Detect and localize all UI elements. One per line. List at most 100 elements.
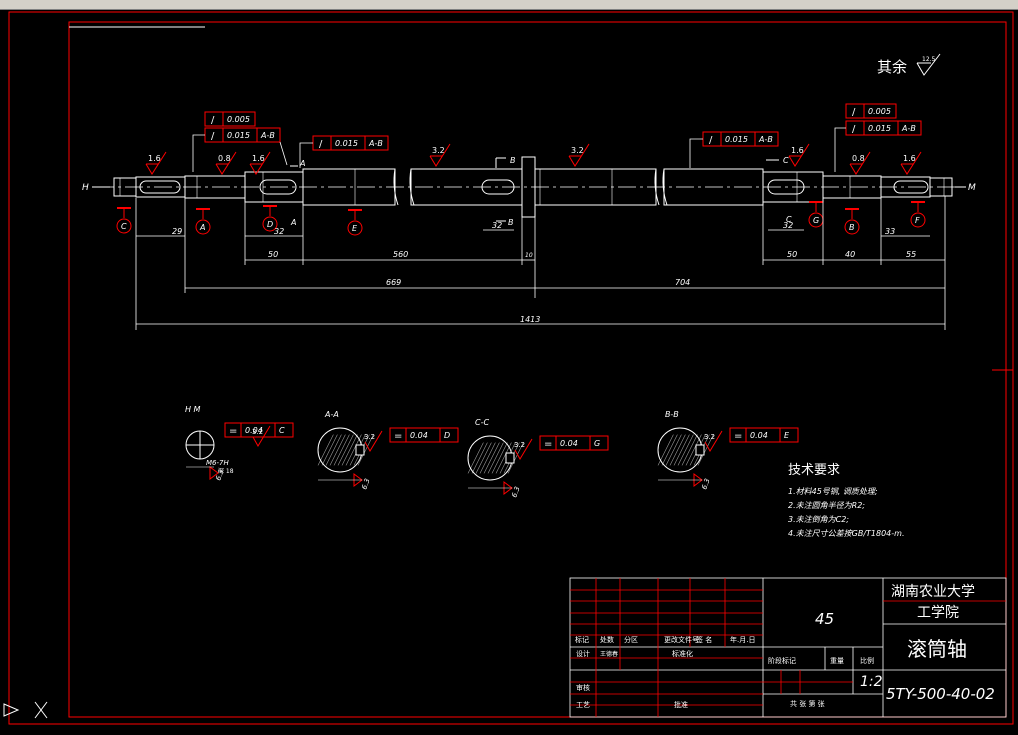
section-roughness: 3.2 xyxy=(514,441,525,449)
command-line[interactable] xyxy=(0,728,1018,735)
dim-704: 704 xyxy=(675,278,690,287)
roughness-value: 0.8 xyxy=(218,154,231,163)
tb-college: 工学院 xyxy=(917,605,959,621)
tb-material: 45 xyxy=(815,610,834,628)
roughness-value: 3.2 xyxy=(432,146,445,155)
section-tol-symbol: = xyxy=(229,426,237,437)
tb-row-label: 分区 xyxy=(624,635,638,644)
dim-50-right: 50 xyxy=(787,250,797,259)
dim-40: 40 xyxy=(845,250,855,259)
section-tol-symbol: = xyxy=(544,439,552,450)
dim-50-left: 50 xyxy=(268,250,278,259)
dimension-lines xyxy=(135,196,946,330)
roughness-value: 1.6 xyxy=(791,146,804,155)
section-roughness-2: 6.3 xyxy=(214,468,225,481)
section-roughness-2: 6.3 xyxy=(700,477,711,490)
title-block-red-grid xyxy=(570,578,1006,717)
thread-spec: M6-7H xyxy=(206,459,229,467)
tech-req-item: 4.未注尺寸公差按GB/T1804-m. xyxy=(788,529,904,538)
section-tolerance-frame xyxy=(539,435,609,451)
tolerance-value: 0.015 xyxy=(335,139,358,148)
tech-req-list: 1.材料45号钢, 调质处理;2.未注圆角半径为R2;3.未注倒角为C2;4.未… xyxy=(788,487,904,538)
roughness-symbol xyxy=(429,143,451,167)
dimension-texts: 29 32 50 560 10 32 32 50 40 55 33 669 70… xyxy=(172,221,916,324)
tb-part-name: 滚筒轴 xyxy=(907,637,967,661)
section-tol-value: 0.04 xyxy=(750,431,768,440)
datum-letter: G xyxy=(813,216,819,225)
roughness-note-value: 12.5 xyxy=(922,56,936,63)
section-circle xyxy=(467,435,513,481)
leader-line xyxy=(299,142,313,168)
datum-letter: E xyxy=(352,224,358,233)
tb-row-label: 标记 xyxy=(575,635,589,644)
roughness-symbol xyxy=(900,151,922,175)
section-tol-datum: G xyxy=(594,439,600,448)
roughness-value: 1.6 xyxy=(148,154,161,163)
tech-req-title: 技术要求 xyxy=(788,463,840,478)
tolerance-symbol: / xyxy=(852,124,856,135)
tb-row-label: 处数 xyxy=(600,635,614,644)
title-block xyxy=(569,577,1007,718)
dim-32-left: 32 xyxy=(274,227,284,236)
roughness-symbol xyxy=(568,143,590,167)
tolerance-value: 0.005 xyxy=(227,115,250,124)
tolerance-value: 0.005 xyxy=(868,107,891,116)
section-title: H M xyxy=(185,405,201,414)
tolerance-datum: A-B xyxy=(260,131,275,140)
tolerance-frame xyxy=(845,103,897,119)
tb-row-label: 更改文件号 xyxy=(664,635,699,644)
datum-circle xyxy=(195,219,211,235)
section-title: B-B xyxy=(665,410,679,419)
section-circle xyxy=(317,427,363,473)
tb-drawing-no: 5TY-500-40-02 xyxy=(886,685,995,703)
tb-university: 湖南农业大学 xyxy=(891,584,975,600)
outer-border xyxy=(8,11,1014,725)
title-block-texts: 45 湖南农业大学 工学院 滚筒轴 1:2 5TY-500-40-02 阶段标记… xyxy=(576,584,995,709)
section-tolerance-frame xyxy=(389,427,459,443)
section-tol-value: 0.04 xyxy=(560,439,578,448)
tb-standardize: 标准化 xyxy=(672,649,693,658)
section-tol-value: 0.04 xyxy=(245,426,263,435)
view-mark-m: M xyxy=(968,183,976,193)
tb-weight: 重量 xyxy=(830,657,844,665)
datum-circle xyxy=(910,212,926,228)
dim-55: 55 xyxy=(906,250,916,259)
leader-line xyxy=(689,138,703,168)
section-mark-c-bottom: C xyxy=(786,215,792,224)
section-mark-b-bottom: B xyxy=(508,218,514,227)
section-mark-a-bottom: A xyxy=(290,218,296,227)
tech-req-item: 2.未注圆角半径为R2; xyxy=(788,501,865,510)
tb-approve: 批准 xyxy=(674,700,688,709)
roughness-note-label: 其余 xyxy=(877,58,907,76)
section-mark-c-top: C xyxy=(783,156,789,165)
tb-row-label: 年.月.日 xyxy=(730,635,755,644)
tech-req-item: 1.材料45号钢, 调质处理; xyxy=(788,487,878,496)
tb-stage-mark: 阶段标记 xyxy=(768,656,796,665)
tolerance-value: 0.015 xyxy=(725,135,748,144)
section-tol-datum: D xyxy=(444,431,450,440)
section-title: A-A xyxy=(324,410,339,419)
roughness-value: 1.6 xyxy=(252,154,265,163)
datum-circle xyxy=(844,219,860,235)
tolerance-frame xyxy=(204,111,256,127)
leader-line xyxy=(192,134,205,172)
tb-scale: 1:2 xyxy=(860,674,883,690)
roughness-symbol xyxy=(145,151,167,175)
section-tol-datum: C xyxy=(279,426,285,435)
dim-29: 29 xyxy=(172,227,182,236)
section-cut-lines xyxy=(290,157,779,222)
tolerance-value: 0.015 xyxy=(868,124,891,133)
dim-10: 10 xyxy=(525,252,533,259)
roughness-value: 0.8 xyxy=(852,154,865,163)
drawing-canvas: 其余 12.5 H xyxy=(3,11,1014,725)
leader-line xyxy=(279,141,288,166)
datum-letter: F xyxy=(915,216,920,225)
tb-process: 工艺 xyxy=(576,701,590,709)
datum-circle xyxy=(347,220,363,236)
application-toolbar xyxy=(0,0,1018,10)
section-roughness: 3.2 xyxy=(364,433,375,441)
tb-sheets: 共 张 第 张 xyxy=(790,699,825,708)
tolerance-symbol: / xyxy=(709,135,713,146)
